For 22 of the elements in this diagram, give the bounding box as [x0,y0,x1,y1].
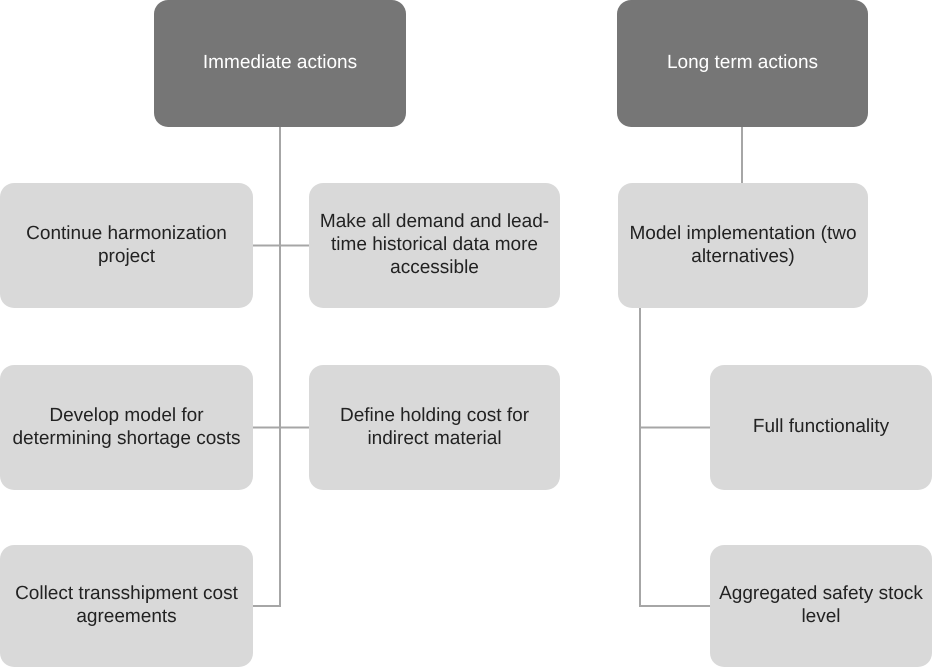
action-box [710,545,932,667]
action-box [309,365,560,490]
category-header-box [154,0,406,127]
node-text: Immediate actions [202,52,358,75]
action-box [0,183,253,308]
action-box [309,183,560,308]
action-box [0,365,253,490]
node-text: Aggregated safety stock level [718,583,924,629]
node-text: Develop model for determining shortage costs [11,404,242,450]
action-box [0,545,253,667]
node-text: Collect transshipment cost agreements [14,583,239,629]
connector-line [639,308,710,607]
action-box [710,365,932,490]
node-text: Define holding cost for indirect material [338,404,530,450]
action-box [618,183,868,308]
node-text: Long term actions [666,52,818,75]
node-text: Continue harmonization project [25,222,228,268]
node-text: Make all demand and lead-time historical data more accessible [318,211,550,280]
category-header-box [617,0,868,127]
connector-line [741,127,743,183]
node-text: Full functionality [752,416,890,439]
node-text: Model implementation (two alternatives) [628,222,858,268]
